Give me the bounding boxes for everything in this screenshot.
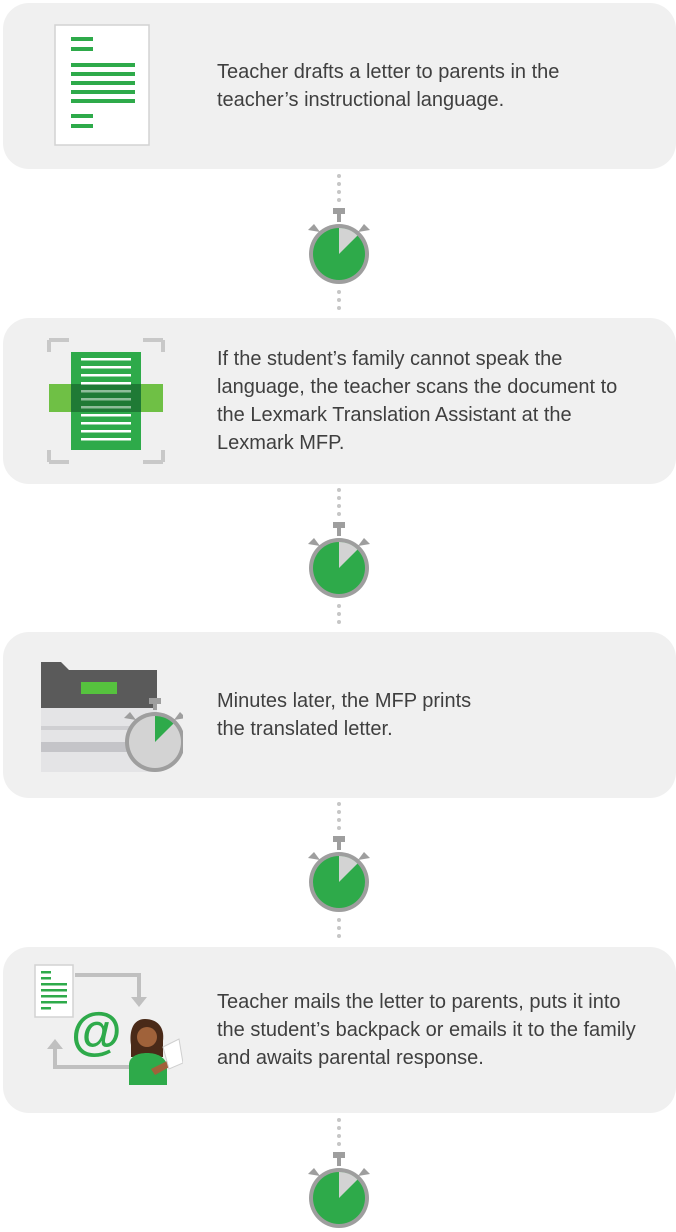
svg-text:@: @ [71, 1003, 122, 1061]
connector-3 [300, 800, 378, 950]
document-icon [33, 21, 183, 151]
stopwatch-icon [308, 1152, 370, 1228]
connector-2 [300, 486, 378, 636]
printer-timer-icon [33, 650, 186, 780]
step-text-4: Teacher mails the letter to parents, put… [217, 991, 636, 1069]
step-text-3: Minutes later, the MFP prints the transl… [217, 690, 472, 740]
step-text-1: Teacher drafts a letter to parents in th… [217, 61, 560, 111]
step-card-2: If the student’s family cannot speak the… [3, 318, 676, 484]
step-card-1: Teacher drafts a letter to parents in th… [3, 3, 676, 169]
step-text-2: If the student’s family cannot speak the… [217, 348, 618, 454]
stopwatch-icon [308, 836, 370, 912]
scan-document-icon [33, 336, 183, 466]
connector-1 [300, 172, 378, 322]
step-card-3: Minutes later, the MFP prints the transl… [3, 632, 676, 798]
step-card-4: @ Teacher mails the letter to parents, p… [3, 947, 676, 1113]
email-exchange-icon: @ [33, 961, 184, 1091]
stopwatch-icon [308, 208, 370, 284]
stopwatch-icon [308, 522, 370, 598]
connector-4 [300, 1116, 378, 1232]
